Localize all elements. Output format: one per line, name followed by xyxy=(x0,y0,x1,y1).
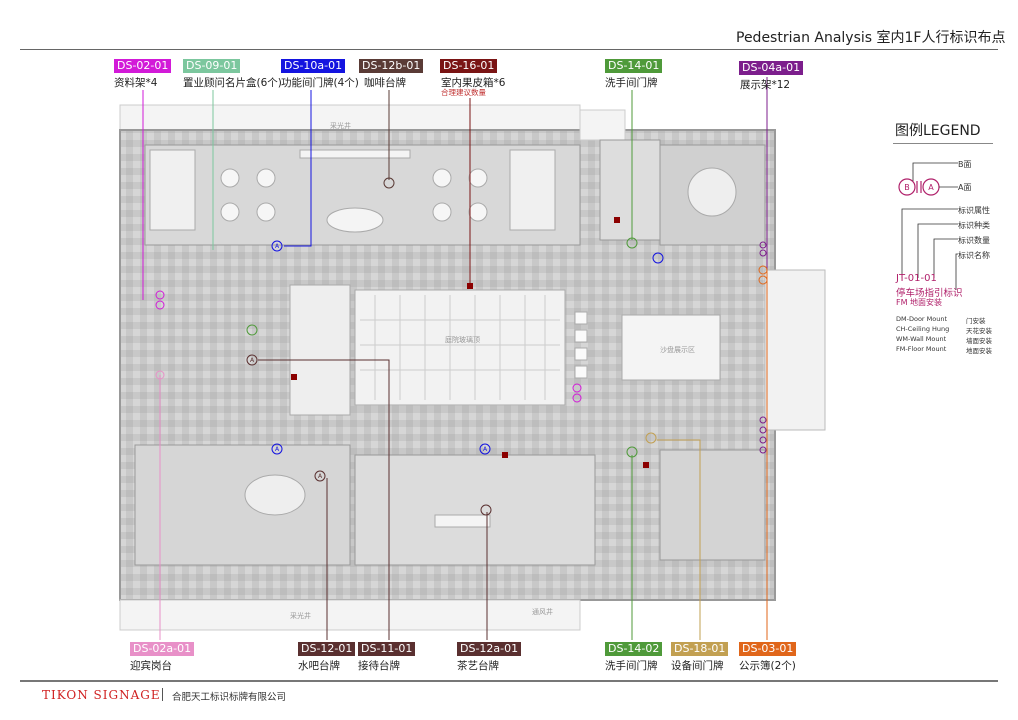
caption-ds-11-01: 接待台牌 xyxy=(358,660,400,672)
svg-text:采光井: 采光井 xyxy=(330,121,351,130)
sign-marker-ds10a: A xyxy=(271,240,283,252)
note-ds-16-01: 合理建议数量 xyxy=(441,88,486,97)
svg-text:庭院玻璃顶: 庭院玻璃顶 xyxy=(445,335,480,344)
caption-ds-14-01: 洗手间门牌 xyxy=(605,77,658,89)
tag-ds-09-01: DS-09-01 xyxy=(183,59,241,73)
double-sided-sign-icon: B A xyxy=(898,178,940,196)
legend-mount-cn: 门安装 xyxy=(966,317,986,325)
svg-text:通风井: 通风井 xyxy=(532,607,553,616)
tag-ds-16-01: DS-16-01 xyxy=(440,59,498,73)
glass-roof xyxy=(354,289,566,406)
legend-qty: 标识数量 xyxy=(958,236,990,245)
legend-attr: 标识属性 xyxy=(958,206,990,215)
tag-ds-02a-01: DS-02a-01 xyxy=(130,642,195,656)
legend-b-face: B面 xyxy=(958,160,972,169)
page-title: Pedestrian Analysis 室内1F人行标识布点 xyxy=(736,30,1006,46)
tag-ds-04a-01: DS-04a-01 xyxy=(739,61,804,75)
caption-ds-14-02: 洗手间门牌 xyxy=(605,660,658,672)
svg-text:A: A xyxy=(483,446,488,453)
footer-divider xyxy=(20,680,998,682)
legend-example-mount: FM 地面安装 xyxy=(896,298,943,307)
svg-text:A: A xyxy=(318,473,323,480)
tag-ds-11-01: DS-11-01 xyxy=(358,642,416,656)
entrance-steps xyxy=(764,269,826,431)
caption-ds-18-01: 设备间门牌 xyxy=(671,660,724,672)
skylight-bottom xyxy=(119,599,581,631)
svg-text:A: A xyxy=(250,357,255,364)
caption-ds-03-01: 公示簿(2个) xyxy=(739,660,796,672)
legend-diagram: B A xyxy=(898,162,958,290)
legend-divider xyxy=(893,143,993,144)
caption-ds-12-01: 水吧台牌 xyxy=(298,660,340,672)
svg-text:A: A xyxy=(275,243,280,250)
legend-mount-code: WM-Wall Mount xyxy=(896,335,947,343)
caption-ds-16-01: 室内果皮箱*6 xyxy=(441,77,506,89)
caption-ds-02a-01: 迎宾岗台 xyxy=(130,660,172,672)
legend-a-face: A面 xyxy=(958,183,972,192)
svg-text:A: A xyxy=(928,183,934,192)
legend-title: 图例LEGEND xyxy=(895,123,981,139)
header-divider xyxy=(20,49,998,50)
tag-ds-14-01: DS-14-01 xyxy=(605,59,663,73)
sand-table xyxy=(621,314,721,381)
tag-ds-12b-01: DS-12b-01 xyxy=(359,59,424,73)
svg-text:B: B xyxy=(904,183,910,192)
svg-text:采光井: 采光井 xyxy=(290,611,311,620)
legend-mount-code: CH-Ceiling Hung xyxy=(896,325,950,333)
legend-mount-cn: 天花安装 xyxy=(966,327,992,335)
caption-ds-09-01: 置业顾问名片盒(6个) xyxy=(183,77,282,89)
caption-ds-02-01: 资料架*4 xyxy=(114,77,158,89)
company-name: 合肥天工标识标牌有限公司 xyxy=(172,692,287,703)
tag-ds-03-01: DS-03-01 xyxy=(739,642,797,656)
legend-mount-cn: 地面安装 xyxy=(966,347,992,355)
legend-mount-cn: 墙面安装 xyxy=(966,337,992,345)
tag-ds-18-01: DS-18-01 xyxy=(671,642,729,656)
tag-ds-14-02: DS-14-02 xyxy=(605,642,663,656)
legend-example-code: JT-01-01 xyxy=(896,273,937,284)
svg-text:沙盘展示区: 沙盘展示区 xyxy=(660,345,695,354)
caption-ds-12b-01: 咖啡台牌 xyxy=(364,77,406,89)
caption-ds-04a-01: 展示架*12 xyxy=(740,79,791,91)
tag-ds-12a-01: DS-12a-01 xyxy=(457,642,522,656)
legend-name: 标识名称 xyxy=(958,251,990,260)
legend-example-name: 停车场指引标识 xyxy=(896,288,963,299)
tag-ds-10a-01: DS-10a-01 xyxy=(281,59,346,73)
footer-separator xyxy=(162,688,163,701)
legend-mount-code: DM-Door Mount xyxy=(896,315,948,323)
legend-type: 标识种类 xyxy=(958,221,990,230)
tag-ds-02-01: DS-02-01 xyxy=(114,59,172,73)
brand-logo: TIKON SIGNAGE xyxy=(42,688,161,702)
caption-ds-10a-01: 功能间门牌(4个) xyxy=(281,77,359,89)
svg-text:A: A xyxy=(275,446,280,453)
caption-ds-12a-01: 茶艺台牌 xyxy=(457,660,499,672)
tag-ds-12-01: DS-12-01 xyxy=(298,642,356,656)
legend-mount-code: FM-Floor Mount xyxy=(896,345,947,353)
